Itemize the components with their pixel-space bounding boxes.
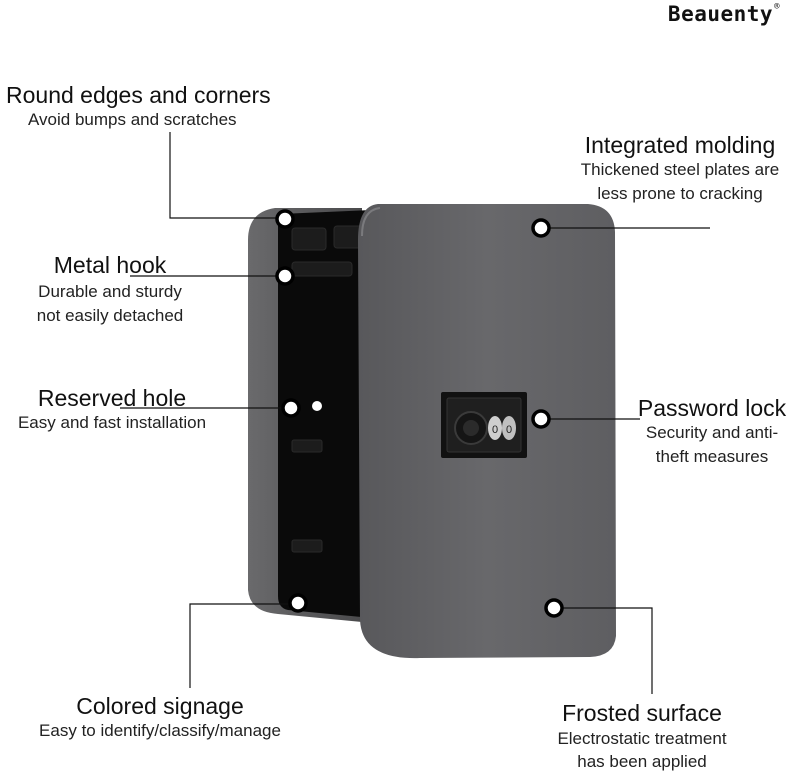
door-edge-highlight: [361, 207, 381, 237]
colored-signage-desc: Easy to identify/classify/manage: [39, 721, 281, 740]
marker-dots: [275, 209, 564, 618]
integrated-molding-title: Integrated molding: [584, 132, 776, 158]
password-lock-desc-1: Security and anti-: [645, 423, 779, 442]
frosted-surface-desc-1: Electrostatic treatment: [557, 729, 727, 748]
metal-hook-desc-2: not easily detached: [36, 306, 184, 325]
reserved-hole-title: Reserved hole: [37, 385, 187, 411]
box-interior: [278, 210, 372, 618]
colored-signage-title: Colored signage: [76, 693, 244, 719]
dot-frosted-surface: [544, 598, 564, 618]
metal-hook-title: Metal hook: [53, 252, 167, 278]
svg-text:0: 0: [506, 424, 512, 436]
password-lock-title: Password lock: [637, 395, 787, 421]
integrated-molding-desc-1: Thickened steel plates are: [580, 160, 780, 179]
round-edges-desc: Avoid bumps and scratches: [28, 110, 237, 129]
dot-integrated-molding: [531, 218, 551, 238]
metal-hook-desc-1: Durable and sturdy: [38, 282, 182, 301]
registered-mark: ®: [774, 2, 780, 12]
dot-round-edges: [275, 209, 295, 229]
reserved-hole-desc: Easy and fast installation: [17, 413, 207, 432]
leader-lines: [120, 132, 710, 694]
interior-hooks: [291, 225, 365, 553]
dot-colored-signage: [288, 593, 308, 613]
dot-metal-hook: [275, 266, 295, 286]
brand-logo: Beauenty®: [668, 2, 780, 26]
password-lock-desc-2: theft measures: [655, 447, 769, 466]
brand-name: Beauenty: [667, 2, 774, 26]
frosted-surface-title: Frosted surface: [562, 700, 722, 726]
svg-text:0: 0: [492, 424, 498, 436]
dot-password-lock: [531, 409, 551, 429]
frosted-surface-desc-2: has been applied: [577, 752, 707, 771]
dot-reserved-hole: [281, 398, 301, 418]
round-edges-title: Round edges and corners: [6, 82, 271, 108]
combination-lock: 0 0: [441, 392, 527, 458]
reserved-hole: [312, 401, 322, 411]
integrated-molding-desc-2: less prone to cracking: [597, 184, 763, 203]
